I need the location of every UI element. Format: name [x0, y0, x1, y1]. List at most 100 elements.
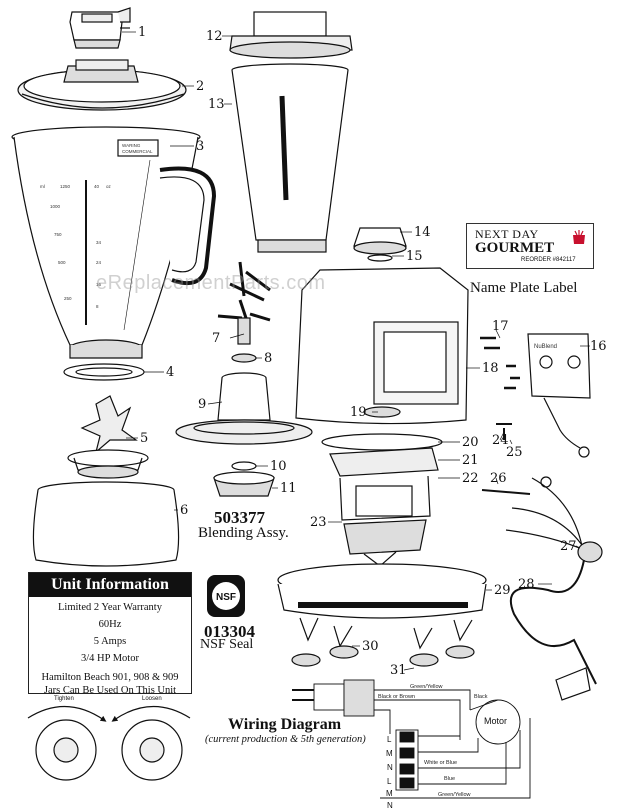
part-3-jar: [11, 126, 217, 359]
name-plate-label-sticker: NEXT DAY GOURMET REORDER #842117: [466, 223, 594, 269]
callout-25: 25: [506, 445, 523, 460]
blending-assy-name: Blending Assy.: [198, 525, 289, 541]
loosen-coupling: [111, 705, 191, 781]
jar-ml-250: 250: [64, 296, 72, 301]
terminal-n-top: N: [387, 763, 393, 772]
callout-26: 26: [490, 471, 507, 486]
callout-3: 3: [196, 139, 205, 154]
callout-6: 6: [180, 503, 189, 518]
name-plate-title: Name Plate Label: [470, 280, 578, 296]
callout-7: 7: [212, 331, 221, 346]
nsf-part-number: 013304: [204, 622, 255, 641]
callout-27: 27: [560, 539, 577, 554]
blending-assy-part-number: 503377: [214, 508, 265, 527]
part-23-motor: [321, 433, 443, 567]
wiring-diagram-title: Wiring Diagram: [228, 716, 342, 733]
callout-19: 19: [350, 405, 367, 420]
part-2-jar-lid: [17, 59, 187, 111]
unit-info-line-5: Hamilton Beach 901, 908 & 909: [41, 672, 179, 683]
callout-18: 18: [482, 361, 499, 376]
motor-label: Motor: [484, 716, 507, 726]
jar-oz-34: 34: [96, 240, 102, 245]
part-6-base-cup: [32, 481, 180, 567]
terminal-l-top: L: [387, 735, 392, 744]
leader-lines: [122, 31, 590, 671]
part-12-container-lid: [229, 11, 353, 59]
callout-28: 28: [518, 577, 535, 592]
callout-29: 29: [494, 583, 511, 598]
callout-2: 2: [196, 79, 205, 94]
wire-label-green-yellow-top: Green/Yellow: [410, 684, 443, 690]
callout-23: 23: [310, 515, 327, 530]
jar-oz-label: oz: [106, 184, 112, 189]
jar-oz-40: 40: [94, 184, 100, 189]
jar-oz-24: 24: [96, 260, 102, 265]
terminal-m-bottom: M: [386, 789, 393, 798]
part-30-feet: [299, 617, 473, 650]
callout-1: 1: [138, 25, 147, 40]
callout-22: 22: [462, 471, 479, 486]
name-plate-top-text: NEXT DAY: [475, 227, 539, 241]
part-26-tie: [481, 489, 531, 495]
callout-20: 20: [462, 435, 479, 450]
wiring-diagram: [292, 679, 531, 799]
unit-info-line-3: 5 Amps: [93, 636, 127, 647]
tighten-label: Tighten: [54, 696, 74, 702]
callout-4: 4: [166, 365, 175, 380]
part-16-switch: [527, 333, 591, 458]
callout-14: 14: [414, 225, 431, 240]
callout-31: 31: [390, 663, 407, 678]
part-1-lid-cap: [69, 7, 131, 49]
jar-oz-8: 8: [96, 304, 99, 309]
callout-11: 11: [280, 481, 297, 496]
name-plate-reorder: REORDER #842117: [521, 257, 576, 263]
jar-ml-750: 750: [54, 232, 62, 237]
jar-model: COMMERCIAL: [122, 149, 153, 154]
jar-ml-label: ml: [40, 184, 45, 189]
callout-10: 10: [270, 459, 287, 474]
unit-info-line-1: Limited 2 Year Warranty: [58, 602, 162, 613]
part-17-screws: [480, 336, 520, 390]
callout-9: 9: [198, 397, 207, 412]
wire-label-green-yellow-bottom: Green/Yellow: [438, 792, 471, 798]
name-plate-brand: GOURMET: [475, 240, 555, 256]
part-24-25-screws: [496, 423, 512, 440]
part-27-cord-wires: [505, 476, 603, 563]
wire-label-black-or-brown: Black or Brown: [378, 694, 415, 700]
callout-17: 17: [492, 319, 509, 334]
part-9-drive-plate: [175, 372, 313, 445]
terminal-l-bottom: L: [387, 777, 392, 786]
part-10-washer: [231, 461, 257, 471]
jar-brand: WARING: [122, 143, 141, 148]
part-18-housing: [295, 267, 469, 425]
part-29-base: [277, 563, 487, 619]
callout-5: 5: [140, 431, 149, 446]
switch-label: NuBlend: [534, 344, 557, 350]
callout-8: 8: [264, 351, 273, 366]
tighten-coupling: [27, 705, 107, 781]
unit-info-line-2: 60Hz: [98, 619, 122, 630]
callout-12: 12: [206, 29, 223, 44]
unit-information-box: Unit Information Limited 2 Year Warranty…: [28, 572, 192, 696]
callout-30: 30: [362, 639, 379, 654]
part-31-suction-cups: [291, 645, 475, 667]
nsf-seal-name: NSF Seal: [200, 637, 254, 652]
watermark: eReplacementParts.com: [96, 272, 326, 294]
callout-13: 13: [208, 97, 225, 112]
callout-16: 16: [590, 339, 607, 354]
jar-ml-1250: 1250: [60, 184, 71, 189]
unit-info-line-4: 3/4 HP Motor: [81, 653, 139, 664]
jar-oz-16: 16: [96, 282, 102, 287]
wire-label-white-or-blue: White or Blue: [424, 760, 457, 766]
wiring-diagram-subtitle: (current production & 5th generation): [205, 734, 366, 745]
wire-label-black: Black: [474, 694, 488, 700]
jar-ml-1000: 1000: [50, 204, 61, 209]
callout-21: 21: [462, 453, 479, 468]
part-11-drive-coupling: [213, 471, 275, 497]
callout-24: 24: [492, 433, 509, 448]
loosen-label: Loosen: [142, 696, 162, 702]
unit-information-title: Unit Information: [29, 573, 191, 597]
terminal-n-bottom: N: [387, 801, 393, 810]
